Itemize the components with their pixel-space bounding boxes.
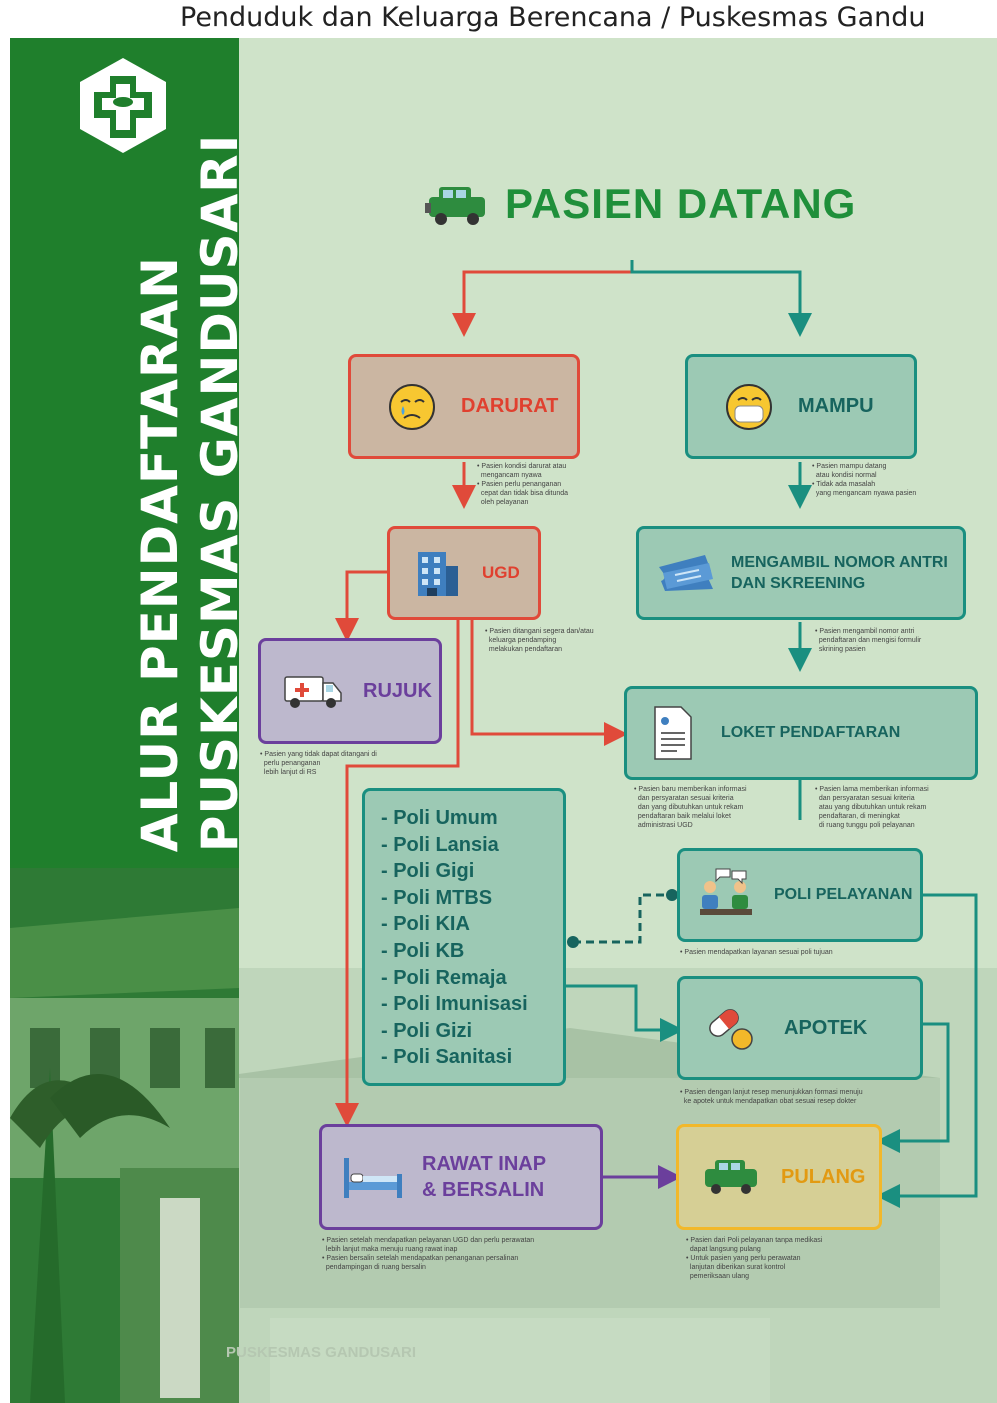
- loket-note-left: • Pasien baru memberikan informasi dan p…: [634, 786, 747, 829]
- pulang-note: • Pasien dari Poli pelayanan tanpa medik…: [686, 1237, 823, 1280]
- rawat-label-line1: RAWAT INAP: [422, 1153, 547, 1175]
- poli-item: - Poli Lansia: [381, 833, 499, 856]
- crying-face-icon: [389, 383, 435, 430]
- apotek-box: APOTEK: [677, 976, 923, 1080]
- pulang-label: PULANG: [781, 1165, 866, 1188]
- antri-label-line1: MENGAMBIL NOMOR ANTRI: [731, 554, 948, 571]
- building-photo: [10, 868, 239, 1403]
- rujuk-label: RUJUK: [363, 679, 432, 702]
- poli-item: - Poli Gizi: [381, 1019, 473, 1042]
- ugd-note: • Pasien ditangani segera dan/atau kelua…: [485, 628, 594, 653]
- rawat-inap-note: • Pasien setelah mendapatkan pelayanan U…: [322, 1237, 535, 1271]
- building-sign: PUSKESMAS GANDUSARI: [226, 1344, 417, 1361]
- poli-item: - Poli KB: [381, 939, 465, 962]
- bed-icon: [344, 1158, 402, 1198]
- ugd-box: UGD: [387, 526, 541, 620]
- ugd-label: UGD: [482, 563, 520, 582]
- top-bar: Penduduk dan Keluarga Berencana / Puskes…: [0, 0, 997, 40]
- mampu-label: MAMPU: [798, 395, 874, 417]
- mask-face-icon: [726, 383, 772, 430]
- rujuk-note: • Pasien yang tidak dapat ditangani di p…: [260, 751, 377, 776]
- poli-item: - Poli Remaja: [381, 966, 507, 989]
- poli-pelayanan-box: POLI PELAYANAN: [677, 848, 923, 942]
- poli-list-box: - Poli Umum - Poli Lansia - Poli Gigi - …: [362, 788, 566, 1086]
- poli-item: - Poli Sanitasi: [381, 1046, 513, 1069]
- loket-note-right: • Pasien lama memberikan informasi dan p…: [815, 786, 929, 829]
- poli-pelayanan-note: • Pasien mendapatkan layanan sesuai poli…: [680, 949, 833, 956]
- sidebar-banner: ALUR PENDAFTARAN PUSKESMAS GANDUSARI: [10, 38, 239, 1403]
- loket-box: LOKET PENDAFTARAN: [624, 686, 978, 780]
- poli-item: - Poli Gigi: [381, 860, 475, 883]
- poli-item: - Poli Imunisasi: [381, 993, 528, 1016]
- apotek-label: APOTEK: [784, 1016, 868, 1039]
- start-title: PASIEN DATANG: [505, 180, 857, 227]
- poli-item: - Poli KIA: [381, 913, 470, 936]
- puskesmas-logo-icon: [80, 58, 166, 153]
- ambulance-icon: [284, 676, 342, 708]
- header-text: Penduduk dan Keluarga Berencana / Puskes…: [180, 2, 926, 33]
- antri-label-line2: DAN SKREENING: [731, 575, 866, 592]
- darurat-note: • Pasien kondisi darurat atau mengancam …: [477, 463, 569, 506]
- car-icon: [425, 187, 485, 225]
- rawat-label-line2: & BERSALIN: [422, 1179, 545, 1201]
- hospital-building-icon: [418, 552, 458, 596]
- document-icon: [654, 706, 692, 760]
- car-icon: [705, 1160, 757, 1194]
- loket-label: LOKET PENDAFTARAN: [721, 724, 901, 741]
- antri-note: • Pasien mengambil nomor antri pendaftar…: [815, 628, 922, 653]
- pulang-box: PULANG: [676, 1124, 882, 1230]
- pills-icon: [709, 1009, 753, 1050]
- poli-item: - Poli MTBS: [381, 886, 493, 909]
- darurat-label: DARURAT: [461, 395, 559, 417]
- rawat-inap-box: RAWAT INAP & BERSALIN: [319, 1124, 603, 1230]
- darurat-box: DARURAT: [348, 354, 580, 459]
- poli-item: - Poli Umum: [381, 807, 498, 829]
- poli-pelayanan-label: POLI PELAYANAN: [774, 886, 913, 903]
- consultation-icon: [700, 868, 752, 915]
- mampu-box: MAMPU: [685, 354, 917, 459]
- antri-box: MENGAMBIL NOMOR ANTRI DAN SKREENING: [636, 526, 966, 620]
- mampu-note: • Pasien mampu datang atau kondisi norma…: [812, 463, 917, 497]
- ticket-icon: [659, 555, 713, 591]
- rujuk-box: RUJUK: [258, 638, 442, 744]
- apotek-note: • Pasien dengan lanjut resep menunjukkan…: [680, 1089, 863, 1105]
